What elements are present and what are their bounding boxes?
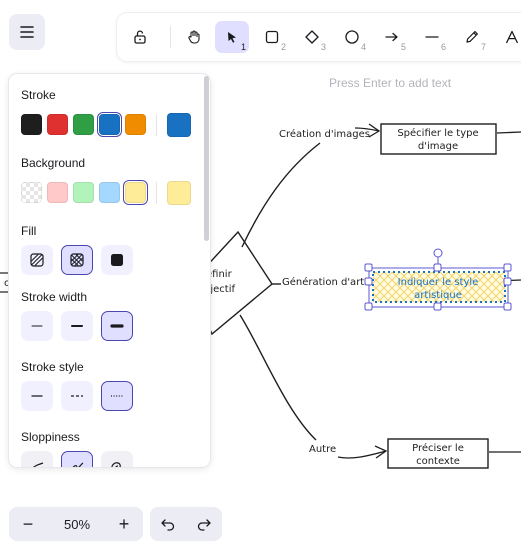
zoom-level[interactable]: 50%	[63, 516, 91, 532]
ellipse-icon	[345, 30, 359, 44]
undo-button[interactable]	[150, 507, 186, 541]
stroke-width-thin-button[interactable]	[21, 311, 53, 341]
dotted-line-icon	[111, 395, 123, 397]
text-tool-icon	[505, 30, 519, 44]
center-text-line1: éfinir	[206, 268, 233, 280]
diamond-icon	[305, 30, 319, 44]
box3-line1: Préciser le	[412, 442, 464, 454]
branch3-label[interactable]: Autre	[309, 444, 336, 455]
box-preciser-contexte[interactable]	[387, 438, 489, 469]
stroke-swatch-orange[interactable]	[125, 114, 146, 135]
rotation-handle[interactable]	[433, 248, 443, 258]
arrow3[interactable]	[337, 450, 387, 459]
zoom-out-button[interactable]: −	[22, 513, 34, 534]
tool-lock[interactable]	[123, 21, 157, 53]
stroke-style-label: Stroke style	[21, 360, 84, 374]
box1-line1: Spécifier le type	[397, 127, 478, 139]
architect-icon	[32, 462, 44, 467]
dashed-line-icon	[71, 395, 83, 397]
zoom-controls: − 50% +	[9, 507, 143, 541]
shapes-toolbar: 1 2 3 4 5 6 7	[117, 13, 521, 61]
box-indiquer-style[interactable]	[372, 271, 506, 303]
undo-redo-controls	[150, 507, 222, 541]
box3-line2: contexte	[416, 456, 460, 467]
extra-bold-line-icon	[110, 324, 124, 328]
stroke-width-extra-bold-button[interactable]	[101, 311, 133, 341]
redo-icon	[197, 519, 211, 531]
resize-handles[interactable]	[364, 263, 512, 311]
tool-rectangle[interactable]: 2	[255, 21, 289, 53]
stroke-swatch-blue[interactable]	[99, 114, 120, 135]
box1-line2: d'image	[418, 141, 458, 152]
stroke-width-label: Stroke width	[21, 290, 88, 304]
stroke-swatch-red[interactable]	[47, 114, 68, 135]
background-swatch-transparent[interactable]	[21, 182, 42, 203]
properties-panel: Stroke Background Fill Stroke width	[9, 74, 210, 467]
stroke-label: Stroke	[21, 88, 56, 102]
tool-arrow[interactable]: 5	[375, 21, 409, 53]
box-specifier-type[interactable]	[380, 123, 497, 155]
tool-draw[interactable]: 7	[455, 21, 489, 53]
fill-cross-hatch-button[interactable]	[61, 245, 93, 275]
hand-icon	[188, 30, 200, 44]
background-swatch-pink[interactable]	[47, 182, 68, 203]
tool-selection[interactable]: 1	[215, 21, 249, 53]
box2-line2: artistique	[414, 290, 462, 301]
left-partial-text: c	[4, 278, 10, 289]
pencil-icon	[466, 31, 478, 43]
canvas-hint: Press Enter to add text	[329, 76, 452, 90]
rectangle-icon	[265, 30, 279, 44]
branch1-line[interactable]	[241, 142, 321, 248]
tool-diamond[interactable]: 3	[295, 21, 329, 53]
branch1-label[interactable]: Création d'images	[279, 128, 370, 140]
background-label: Background	[21, 156, 86, 170]
sloppiness-artist-button[interactable]	[61, 451, 93, 467]
sloppiness-label: Sloppiness	[21, 430, 80, 444]
arrow1[interactable]	[354, 127, 380, 132]
line-icon	[425, 36, 439, 38]
tool-text[interactable]	[495, 21, 521, 53]
hachure-fill-icon	[30, 253, 44, 267]
background-swatch-green[interactable]	[73, 182, 94, 203]
branch2-label[interactable]: Génération d'art	[282, 276, 364, 288]
stroke-style-solid-button[interactable]	[21, 381, 53, 411]
background-current-color[interactable]	[167, 181, 191, 205]
fill-hachure-button[interactable]	[21, 245, 53, 275]
undo-icon	[161, 519, 175, 531]
background-swatch-yellow[interactable]	[125, 182, 146, 203]
tool-ellipse[interactable]: 4	[335, 21, 369, 53]
panel-scrollbar[interactable]	[204, 76, 209, 241]
main-menu-button[interactable]	[9, 14, 45, 50]
solid-fill-icon	[111, 254, 123, 266]
arrow-icon	[385, 32, 398, 42]
sloppiness-architect-button[interactable]	[21, 451, 53, 467]
stroke-swatch-black[interactable]	[21, 114, 42, 135]
pointer-icon	[228, 32, 236, 43]
tool-line[interactable]: 6	[415, 21, 449, 53]
stroke-style-dotted-button[interactable]	[101, 381, 133, 411]
tool-hand[interactable]	[177, 21, 211, 53]
branch3-line[interactable]	[239, 314, 317, 441]
sloppiness-cartoonist-button[interactable]	[101, 451, 133, 467]
bold-line-icon	[71, 325, 83, 327]
cross-hatch-fill-icon	[70, 253, 84, 267]
thin-line-icon	[31, 325, 43, 327]
box2-line1: Indiquer le style	[398, 277, 479, 288]
stroke-swatch-green[interactable]	[73, 114, 94, 135]
fill-solid-button[interactable]	[101, 245, 133, 275]
fill-label: Fill	[21, 224, 37, 238]
hamburger-icon	[20, 26, 34, 38]
solid-line-icon	[31, 395, 43, 397]
stroke-width-bold-button[interactable]	[61, 311, 93, 341]
zoom-in-button[interactable]: +	[118, 513, 130, 534]
lock-open-icon	[134, 30, 146, 44]
artist-icon	[72, 462, 84, 467]
stroke-current-color[interactable]	[167, 113, 191, 137]
background-swatch-blue[interactable]	[99, 182, 120, 203]
cartoonist-icon	[111, 462, 121, 467]
center-text-line2: bjectif	[204, 284, 235, 295]
redo-button[interactable]	[186, 507, 222, 541]
stroke-style-dashed-button[interactable]	[61, 381, 93, 411]
